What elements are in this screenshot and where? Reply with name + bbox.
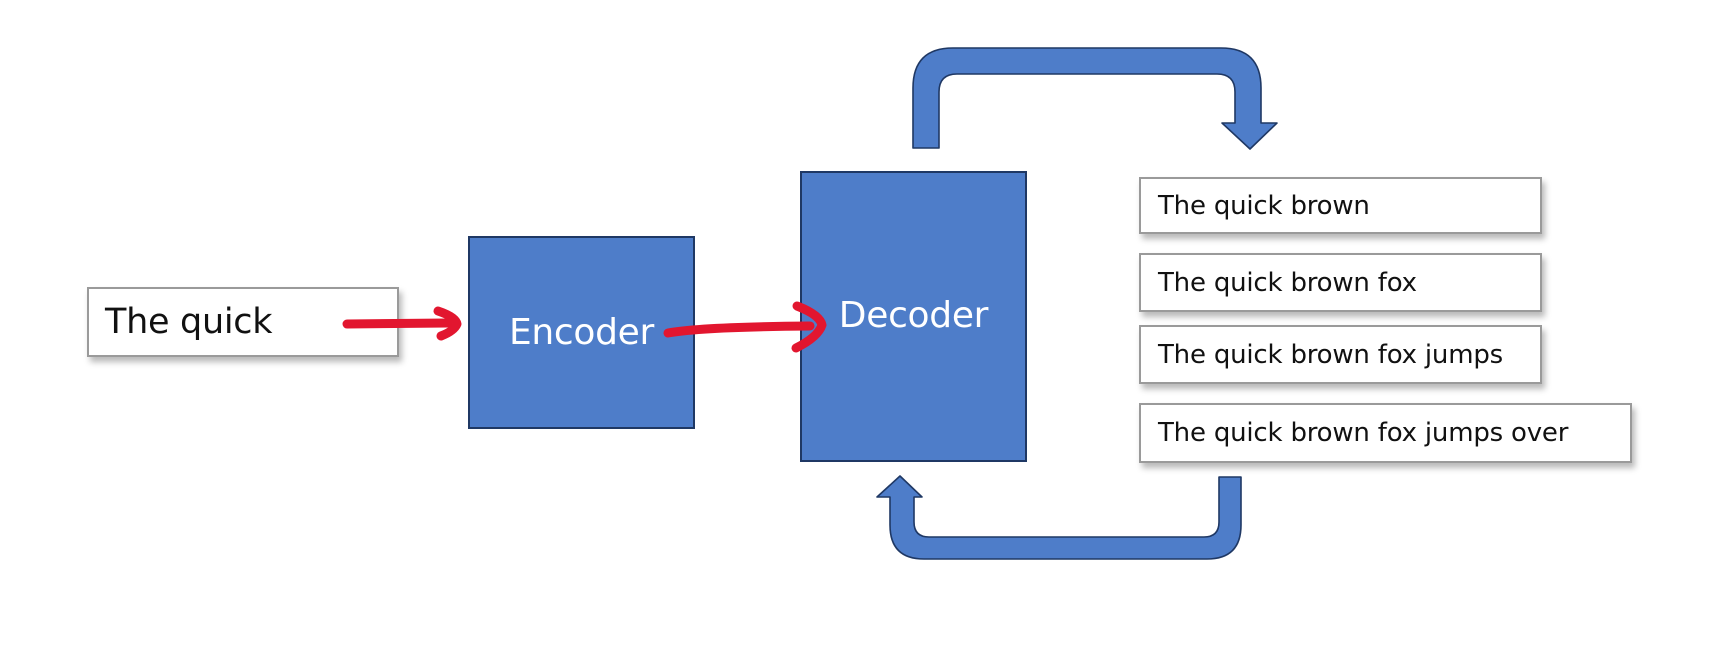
output-box-1: The quick brown xyxy=(1139,177,1542,234)
encoder-label: Encoder xyxy=(508,312,655,353)
input-text-box: The quick xyxy=(87,287,399,357)
top-u-turn-arrow-icon xyxy=(912,47,1278,150)
output-text-4: The quick brown fox jumps over xyxy=(1158,418,1569,448)
output-box-3: The quick brown fox jumps xyxy=(1139,325,1542,384)
decoder-block: Decoder xyxy=(800,171,1027,462)
encoder-block: Encoder xyxy=(468,236,695,429)
output-text-3: The quick brown fox jumps xyxy=(1158,339,1503,370)
output-box-2: The quick brown fox xyxy=(1139,253,1542,312)
decoder-label: Decoder xyxy=(838,295,989,336)
input-text: The quick xyxy=(105,302,273,342)
output-text-2: The quick brown fox xyxy=(1158,267,1417,298)
output-box-4: The quick brown fox jumps over xyxy=(1139,403,1632,463)
output-text-1: The quick brown xyxy=(1158,190,1370,221)
bottom-u-turn-arrow-icon xyxy=(876,475,1242,560)
